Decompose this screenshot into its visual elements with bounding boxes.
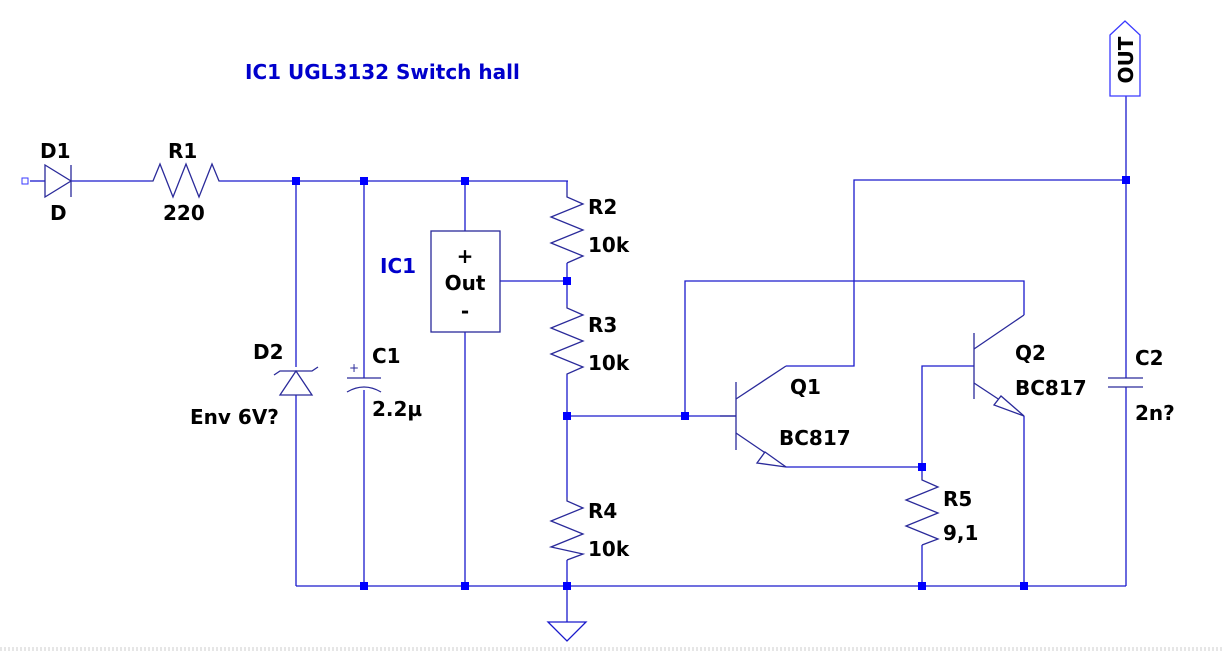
resistor-icon xyxy=(549,190,585,264)
junction-dot xyxy=(1020,582,1028,590)
junction-dot xyxy=(360,582,368,590)
resistor-icon xyxy=(904,477,940,546)
junction-dot xyxy=(918,463,926,471)
out-port[interactable]: OUT xyxy=(1109,20,1141,97)
r1-value: 220 xyxy=(163,201,205,225)
junction-dot xyxy=(563,582,571,590)
r3-value: 10k xyxy=(588,351,630,375)
d2-ref: D2 xyxy=(253,340,284,364)
ic1-body xyxy=(430,230,501,333)
component-d1[interactable]: D1 D xyxy=(40,139,73,225)
junction-dot xyxy=(918,582,926,590)
r5-ref: R5 xyxy=(943,487,972,511)
npn-emitter-arrow-icon xyxy=(755,451,787,468)
r5-value: 9,1 xyxy=(943,521,978,545)
wire-q1-collector xyxy=(786,179,1126,367)
q1-collector-lead xyxy=(735,365,787,400)
input-terminal[interactable] xyxy=(21,177,29,185)
component-r3[interactable]: R3 10k xyxy=(549,305,630,375)
out-port-label: OUT xyxy=(1114,36,1138,83)
c1-ref: C1 xyxy=(372,344,401,368)
junction-dot xyxy=(360,177,368,185)
schematic-title: IC1 UGL3132 Switch hall xyxy=(245,60,520,84)
resistor-icon xyxy=(549,305,585,375)
c1-value: 2.2µ xyxy=(372,397,422,421)
d1-value: D xyxy=(50,201,67,225)
q2-ref: Q2 xyxy=(1015,341,1046,365)
ground-icon xyxy=(546,621,588,642)
q1-ref: Q1 xyxy=(790,375,821,399)
component-ic1[interactable]: + Out - IC1 xyxy=(380,230,501,333)
c1-polarity-mark: + xyxy=(349,361,359,375)
component-q1[interactable]: Q1 BC817 xyxy=(720,365,851,468)
component-r1[interactable]: R1 220 xyxy=(150,139,220,225)
wires xyxy=(30,96,1127,622)
zener-bar xyxy=(273,366,319,376)
component-r2[interactable]: R2 10k xyxy=(549,190,630,264)
component-q2[interactable]: Q2 BC817 xyxy=(973,314,1087,417)
capacitor-plate-minus xyxy=(346,386,382,393)
junction-dot xyxy=(563,412,571,420)
ic1-pin-plus: + xyxy=(457,244,474,268)
c2-ref: C2 xyxy=(1135,346,1164,370)
component-c1[interactable]: + C1 2.2µ xyxy=(346,344,422,421)
component-r4[interactable]: R4 10k xyxy=(548,497,630,561)
resistor-icon xyxy=(150,162,220,199)
q2-value: BC817 xyxy=(1015,376,1087,400)
component-r5[interactable]: R5 9,1 xyxy=(904,477,978,546)
r2-value: 10k xyxy=(588,233,630,257)
zener-diode-icon xyxy=(278,369,314,396)
ground-symbol[interactable] xyxy=(546,621,588,642)
r4-ref: R4 xyxy=(588,499,617,523)
d2-value: Env 6V? xyxy=(190,405,279,429)
c2-value: 2n? xyxy=(1135,401,1175,425)
npn-emitter-arrow-icon xyxy=(992,395,1025,417)
q2-collector-lead xyxy=(973,314,1025,350)
r2-ref: R2 xyxy=(588,195,617,219)
junction-dot xyxy=(563,277,571,285)
r1-ref: R1 xyxy=(168,139,197,163)
resistor-icon xyxy=(548,497,586,561)
ic1-pin-minus: - xyxy=(461,299,469,323)
component-c2[interactable]: C2 2n? xyxy=(1108,346,1175,425)
bottom-edge-strip xyxy=(0,647,1223,651)
wire-q2-base xyxy=(921,365,974,467)
ic1-pin-out: Out xyxy=(445,271,486,295)
junction-dot xyxy=(681,412,689,420)
junction-dot xyxy=(1122,176,1130,184)
junction-dot xyxy=(461,582,469,590)
r3-ref: R3 xyxy=(588,313,617,337)
d1-ref: D1 xyxy=(40,139,71,163)
junction-dot xyxy=(461,177,469,185)
component-d2[interactable]: D2 Env 6V? xyxy=(190,340,319,429)
q1-value: BC817 xyxy=(779,426,851,450)
diode-icon xyxy=(44,163,73,199)
junctions xyxy=(292,176,1130,590)
output-port-icon xyxy=(1109,20,1141,97)
junction-dot xyxy=(292,177,300,185)
ic1-ref: IC1 xyxy=(380,254,416,278)
r4-value: 10k xyxy=(588,537,630,561)
